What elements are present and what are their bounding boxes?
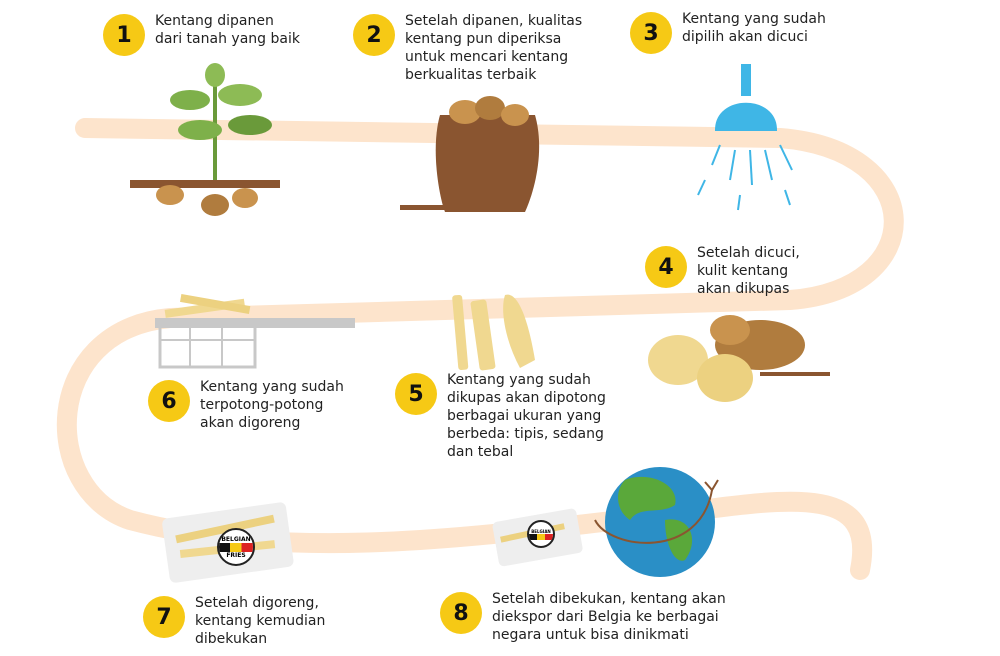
- step-number-badge: 7: [143, 596, 185, 638]
- step-text: Kentang yang sudah dipilih akan dicuci: [682, 11, 826, 45]
- step-number-badge: 5: [395, 373, 437, 415]
- step-number-badge: 6: [148, 380, 190, 422]
- step-3: 3 Kentang yang sudah dipilih akan dicuci: [630, 11, 826, 54]
- step-number-badge: 4: [645, 246, 687, 288]
- step-text: Kentang yang sudah dikupas akan dipotong…: [447, 372, 606, 460]
- logo-top-text: BELGIAN: [221, 535, 251, 543]
- water-shower-icon: [697, 64, 793, 211]
- cut-potato-strips-icon: [452, 294, 535, 371]
- peeled-potatoes-icon: [648, 315, 830, 402]
- frying-basket-icon: [155, 293, 355, 369]
- step-number-badge: 8: [440, 592, 482, 634]
- logo-bottom-text: FRIES: [226, 551, 246, 559]
- globe-icon: [594, 467, 719, 577]
- step-number-badge: 2: [353, 14, 395, 56]
- step-1: 1 Kentang dipanen dari tanah yang baik: [103, 13, 300, 56]
- step-number-badge: 3: [630, 12, 672, 54]
- logo-top-text: BELGIAN: [531, 528, 551, 534]
- step-text: Kentang yang sudah terpotong-potong akan…: [200, 379, 344, 431]
- step-text: Setelah digoreng, kentang kemudian dibek…: [195, 595, 326, 647]
- belgian-fries-logo: BELGIAN FRIES: [217, 528, 255, 566]
- step-text: Setelah dicuci, kulit kentang akan dikup…: [697, 245, 800, 297]
- process-path: [56, 118, 904, 580]
- step-number-badge: 1: [103, 14, 145, 56]
- step-text: Kentang dipanen dari tanah yang baik: [155, 13, 300, 47]
- step-text: Setelah dipanen, kualitas kentang pun di…: [405, 13, 583, 83]
- potato-sack-icon: [400, 96, 540, 212]
- potato-plant-icon: [130, 63, 280, 216]
- step-text: Setelah dibekukan, kentang akan diekspor…: [492, 591, 726, 643]
- belgian-fries-logo-small: BELGIAN: [527, 520, 555, 548]
